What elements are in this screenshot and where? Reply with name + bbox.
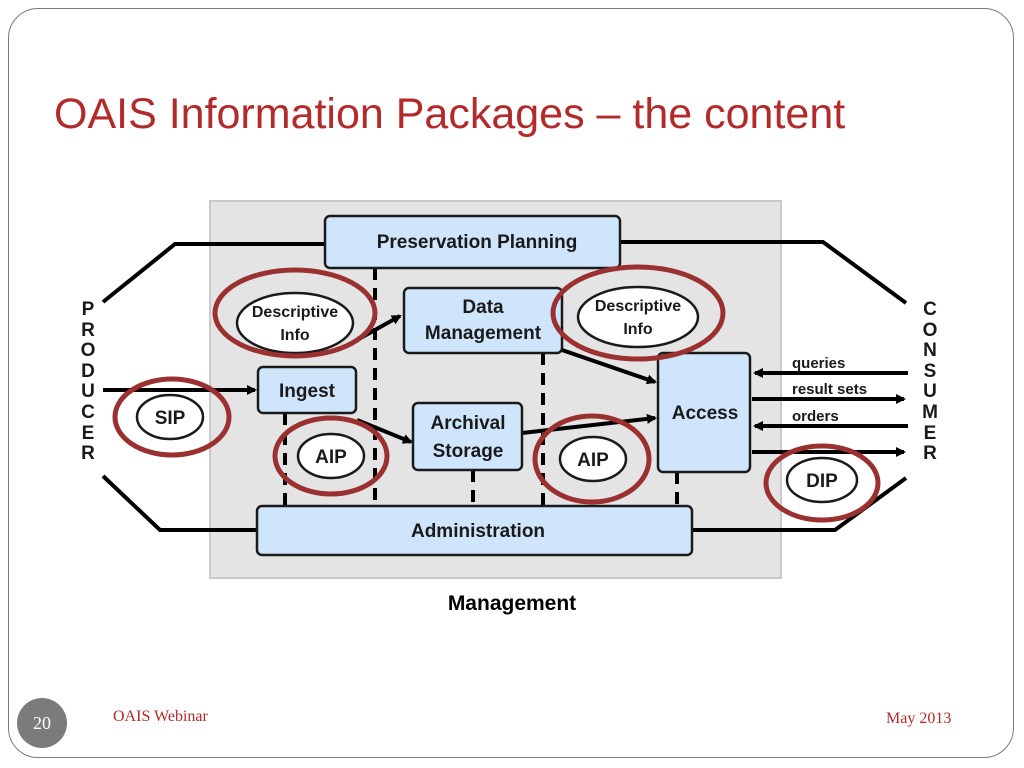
ingest-label: Ingest [279, 381, 336, 402]
producer-letter: O [80, 340, 96, 362]
access-box [656, 351, 752, 474]
consumer-letter: N [923, 340, 937, 362]
producer-letter: R [81, 443, 95, 465]
descriptive-info-left-line1: Descriptive [252, 304, 338, 321]
producer-letter: C [81, 401, 95, 423]
preservation-planning-label: Preservation Planning [377, 232, 578, 253]
archival-storage-label-line2: Storage [433, 441, 504, 462]
producer-top-connector [101, 242, 327, 304]
producer-letter: D [81, 360, 95, 382]
descriptive-info-right-line1: Descriptive [595, 298, 681, 315]
sip-oval [135, 393, 205, 441]
highlight-ring-descriptive-left [212, 267, 378, 359]
producer-letter: E [81, 422, 95, 444]
consumer-top-connector [620, 240, 908, 305]
aip-right-label: AIP [577, 450, 609, 471]
data-management-to-access-arrow [561, 348, 657, 385]
dip-label: DIP [806, 471, 838, 492]
queries-label: queries [792, 355, 845, 372]
descriptive-info-left-line2: Info [280, 327, 310, 344]
preservation-planning-box [323, 214, 622, 270]
administration-label: Administration [411, 521, 545, 542]
highlight-ring-aip-left [272, 415, 390, 497]
highlight-ring-dip [763, 443, 881, 523]
highlight-ring-aip-right [532, 413, 652, 505]
slide-title: OAIS Information Packages – the content [54, 90, 846, 138]
producer-letter: U [81, 381, 95, 403]
aip-oval-right [558, 435, 628, 483]
consumer-bottom-connector [692, 476, 908, 532]
consumer-letter: S [923, 360, 937, 382]
data-management-box [402, 286, 564, 355]
consumer-letter: O [922, 319, 938, 341]
producer-letter: P [81, 299, 95, 320]
highlight-ring-descriptive-right [550, 264, 726, 362]
access-label: Access [672, 403, 739, 424]
management-caption: Management [447, 592, 577, 615]
page-number-badge: 20 [17, 698, 67, 748]
highlight-ring-sip [112, 376, 232, 458]
aip-oval-left [296, 432, 366, 480]
sip-label: SIP [155, 408, 186, 429]
orders-label: orders [792, 408, 839, 425]
consumer-letter: R [923, 443, 937, 465]
data-management-label-line2: Management [425, 323, 542, 344]
archival-storage-to-access-arrow [521, 413, 657, 435]
descriptive-info-oval-right [576, 285, 700, 349]
archival-storage-box [411, 401, 524, 472]
footer-webinar-label: OAIS Webinar [113, 708, 208, 725]
descriptive-info-right-line2: Info [623, 321, 653, 338]
producer-letter: R [81, 319, 95, 341]
ingest-box [256, 365, 358, 415]
aip-left-label: AIP [315, 447, 347, 468]
consumer-letter: E [923, 422, 937, 444]
result-sets-label: result sets [792, 381, 867, 398]
administration-box [255, 504, 694, 557]
descriptive-info-oval-left [235, 291, 355, 355]
footer-date-label: May 2013 [886, 710, 952, 727]
data-management-label-line1: Data [462, 297, 504, 318]
dip-oval [785, 456, 859, 504]
consumer-letter: U [923, 381, 937, 403]
consumer-letter: C [923, 299, 937, 320]
producer-bottom-connector [101, 474, 257, 532]
archival-storage-label-line1: Archival [431, 413, 506, 434]
consumer-letter: M [922, 401, 938, 423]
